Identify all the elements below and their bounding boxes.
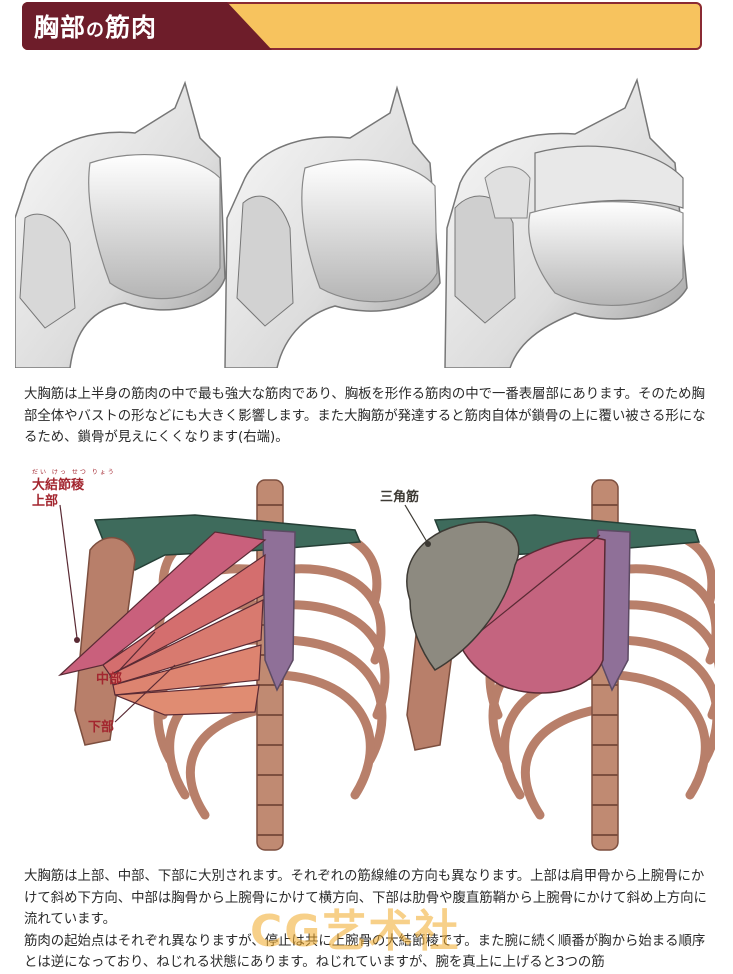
diagram-right (404, 479, 715, 851)
section-header: 胸部の筋肉 (22, 2, 702, 50)
deltoid-muscle (406, 521, 520, 671)
left-sternum (262, 529, 296, 692)
deltoid-marker (425, 541, 431, 547)
pectoral-lower-a (112, 644, 262, 696)
insertion-marker (74, 637, 80, 643)
pectoral-major-right (454, 537, 606, 694)
left-leader-lines (59, 504, 176, 723)
intro-text: 大胸筋は上半身の筋肉の中で最も強大な筋肉であり、胸板を形作る筋肉の中で一番表層部… (24, 387, 706, 445)
title-particle: の (86, 20, 106, 41)
page-title: 胸部の筋肉 (34, 8, 157, 44)
label-ruby: だい けっ せつ りょう (32, 469, 116, 476)
pectoral-anatomy-diagrams (57, 479, 715, 851)
intro-paragraph: 大胸筋は上半身の筋肉の中で最も強大な筋肉であり、胸板を形作る筋肉の中で一番表層部… (24, 384, 712, 449)
title-part-2: 筋肉 (105, 13, 158, 42)
chest-muscle-illustrations (15, 77, 688, 368)
label-lower: 下部 (88, 720, 115, 735)
title-part-1: 胸部 (34, 13, 87, 42)
pectoral-lower-b (114, 684, 260, 716)
torso-study-2 (224, 85, 441, 368)
torso-study-3 (444, 77, 688, 368)
diagram-left (57, 479, 390, 851)
torso-study-1 (15, 80, 226, 368)
label-upper: 上部 (32, 494, 59, 509)
detail-text-1: 大胸筋は上部、中部、下部に大別されます。それぞれの筋線維の方向も異なります。上部… (24, 869, 707, 927)
watermark-logo: CG艺术社 (250, 906, 461, 957)
header-accent (22, 2, 272, 50)
label-deltoid: 三角筋 (380, 490, 420, 505)
pectoral-upper (57, 531, 267, 677)
deltoid-leader-line (404, 504, 428, 543)
label-middle: 中部 (96, 672, 123, 687)
label-greater-tubercle: 大結節稜 (32, 478, 85, 493)
pectoral-middle-b (109, 599, 264, 686)
